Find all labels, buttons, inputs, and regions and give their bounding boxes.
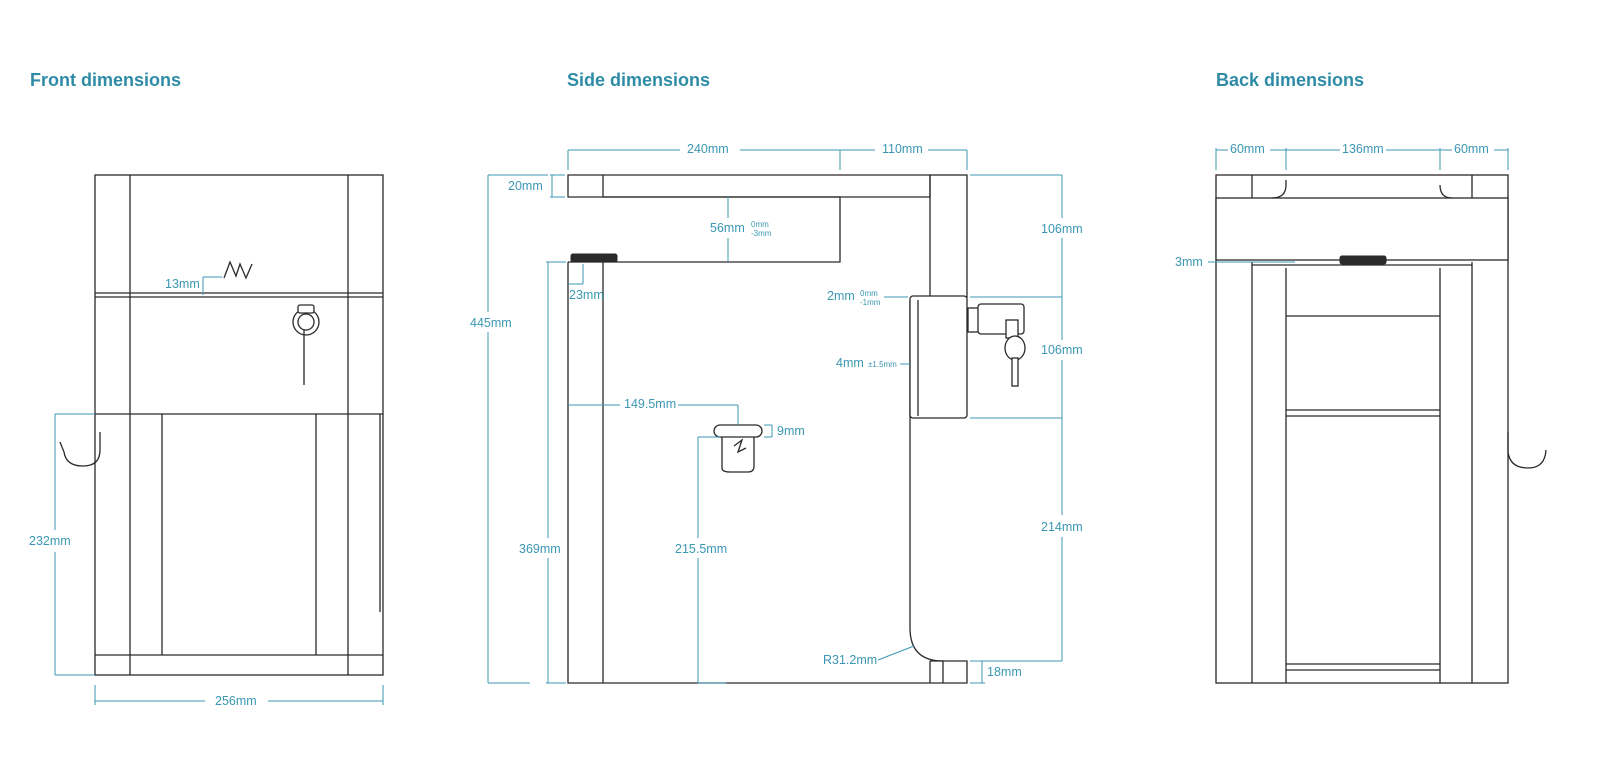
- lower-height-label: 232mm: [29, 534, 71, 548]
- slot-label: 56mm: [710, 221, 745, 235]
- slot-tolerance-a: 0mm: [751, 220, 769, 229]
- back-outline: [1215, 174, 1509, 684]
- knob-label: 23mm: [569, 288, 604, 302]
- gap-tolerance-b: -1mm: [860, 298, 881, 307]
- gap-label: 2mm: [827, 289, 855, 303]
- top-back-label: 110mm: [882, 142, 923, 156]
- lock-section-label: 106mm: [1041, 343, 1083, 357]
- hook-icon: [59, 432, 101, 467]
- back-dimensions-title: Back dimensions: [1216, 70, 1365, 90]
- side-hook-icon: [713, 424, 763, 473]
- back-view: 60mm 136mm 60mm 3mm: [1175, 142, 1547, 684]
- wall-tolerance: ±1.5mm: [868, 360, 897, 369]
- front-dimensions-title: Front dimensions: [30, 70, 182, 90]
- back-knob: [1339, 255, 1387, 265]
- top-thickness-label: 20mm: [508, 179, 543, 193]
- back-left-label: 60mm: [1230, 142, 1265, 156]
- upper-right-label: 106mm: [1041, 222, 1083, 236]
- width-label: 256mm: [215, 694, 257, 708]
- back-right-label: 60mm: [1454, 142, 1489, 156]
- side-dimensions-title: Side dimensions: [567, 70, 711, 90]
- gap-tolerance-a: 0mm: [860, 289, 878, 298]
- lock-icon: [292, 304, 320, 385]
- side-lock-icon: [967, 303, 1026, 387]
- back-hook-icon: [1507, 432, 1547, 469]
- radius-label: R31.2mm: [823, 653, 877, 667]
- logo-offset-label: 13mm: [165, 277, 200, 291]
- hook-offset-label: 149.5mm: [624, 397, 676, 411]
- back-middle-label: 136mm: [1342, 142, 1384, 156]
- inner-height-label: 369mm: [519, 542, 561, 556]
- wall-label: 4mm: [836, 356, 864, 370]
- front-view: 13mm 232mm 256mm: [29, 174, 384, 708]
- hook-height-label: 215.5mm: [675, 542, 727, 556]
- base-label: 18mm: [987, 665, 1022, 679]
- total-height-label: 445mm: [470, 316, 512, 330]
- slot-tolerance-b: -3mm: [751, 229, 772, 238]
- side-view: 240mm 110mm 20mm 56mm 0mm -3mm 445mm 23m…: [470, 142, 1083, 684]
- brand-logo: [223, 260, 253, 280]
- lower-right-label: 214mm: [1041, 520, 1083, 534]
- hook-size-label: 9mm: [777, 424, 805, 438]
- knob: [570, 253, 618, 263]
- back-gap-label: 3mm: [1175, 255, 1203, 269]
- top-depth-label: 240mm: [687, 142, 729, 156]
- front-outline: [94, 174, 384, 676]
